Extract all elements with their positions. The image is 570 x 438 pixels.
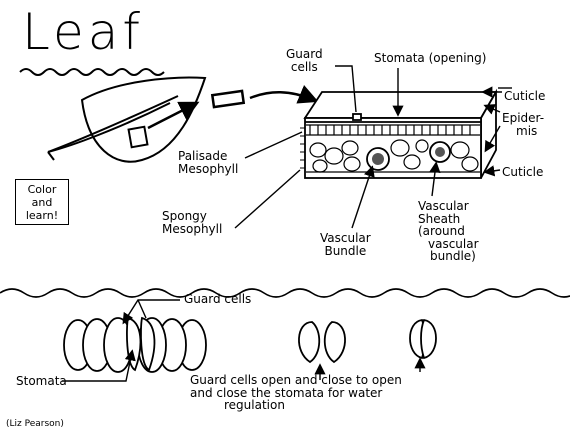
leader-lines <box>234 65 512 229</box>
vascular-sheath-label: Vascular Sheath (around vascular bundle) <box>418 199 479 264</box>
leaf-icon <box>47 76 207 163</box>
author-credit: (Liz Pearson) <box>6 419 64 429</box>
stomata-leaders <box>62 299 180 382</box>
caption-text: Guard cells open and close to open and c… <box>190 373 402 413</box>
title-underline-squiggle <box>19 68 165 76</box>
stomata-side-view <box>63 316 207 373</box>
stomata-bottom-label: Stomata <box>16 374 67 388</box>
zoom-arrow <box>147 85 319 130</box>
epidermis-label: Epider-mis <box>502 111 545 138</box>
guard-cells-open-icon <box>298 321 346 364</box>
section-divider-squiggle <box>0 288 570 298</box>
stomata-opening-label: Stomata (opening) <box>374 51 487 65</box>
guard-cells-closed-icon <box>409 319 437 360</box>
cuticle-top-label: Cuticle <box>504 89 546 103</box>
cuticle-bottom-label: Cuticle <box>502 165 544 179</box>
caption-leaders <box>314 357 426 380</box>
guard-cells-bottom-label: Guard cells <box>184 292 252 306</box>
page-title: Leaf <box>22 3 144 61</box>
